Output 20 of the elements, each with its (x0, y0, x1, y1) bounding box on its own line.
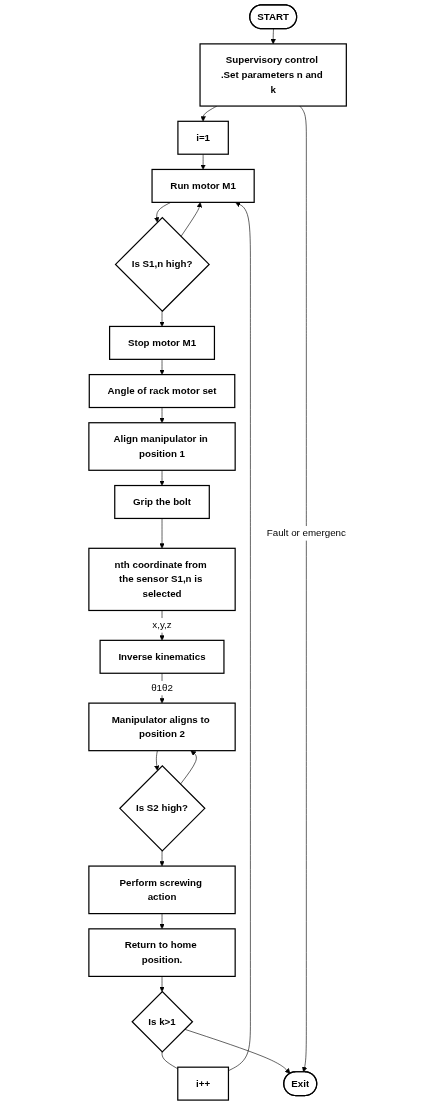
node-box: Inverse kinematics (99, 639, 225, 674)
node-box: i++ (177, 1066, 230, 1101)
node-box: Align manipulator in position 1 (88, 422, 237, 471)
node-box: Stop motor M1 (109, 325, 216, 360)
node-box: Perform screwing action (88, 865, 237, 915)
node-diamond: Is S2 high? (119, 765, 207, 852)
node-box: Run motor M1 (151, 168, 256, 203)
node-box: Angle of rack motor set (89, 373, 236, 409)
node-box: i=1 (177, 120, 230, 155)
edge-label: x,y,z (152, 619, 173, 631)
node-diamond: Is S1,n high? (115, 216, 211, 313)
node-box: Supervisory control .Set parameters n and k (199, 43, 348, 107)
node-box: Return to home position. (88, 928, 237, 977)
connector (162, 1051, 179, 1070)
edge-label: Fault or emergenc (267, 527, 347, 539)
node-box: nth coordinate from the sensor S1,n is selected (88, 547, 237, 612)
node-diamond: Is k>1 (131, 990, 194, 1053)
node-box: Grip the bolt (114, 484, 211, 520)
edge-label: θ1θ2 (151, 682, 174, 694)
node-box: Manipulator aligns to position 2 (88, 702, 237, 752)
